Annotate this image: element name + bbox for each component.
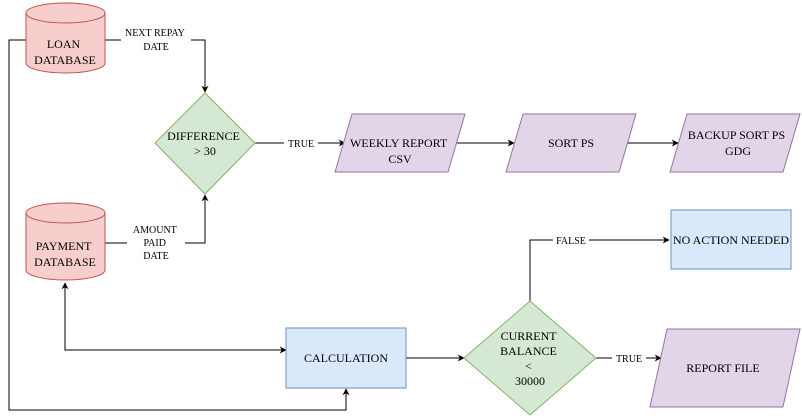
edge-label-true-difference: TRUE [288, 139, 314, 150]
loan-database-node[interactable]: LOAN DATABASE [25, 2, 106, 74]
weekly-report-label: WEEKLY REPORT CSV [350, 136, 450, 166]
payment-database-label: PAYMENT DATABASE [34, 239, 96, 269]
loan-database-label: LOAN DATABASE [34, 37, 96, 67]
edge-label-true-balance: TRUE [616, 354, 642, 365]
no-action-node[interactable]: NO ACTION NEEDED [670, 209, 792, 270]
edge-payment-calculation [61, 282, 287, 354]
current-balance-label: CURRENT BALANCE < 30000 [500, 329, 560, 388]
calculation-node[interactable]: CALCULATION [285, 327, 407, 389]
sort-ps-node[interactable]: SORT PS [505, 113, 637, 173]
calculation-label: CALCULATION [304, 351, 388, 365]
edge-balance-to-noaction [529, 236, 670, 301]
payment-database-node[interactable]: PAYMENT DATABASE [25, 202, 106, 281]
difference-decision-node[interactable]: DIFFERENCE > 30 [154, 92, 256, 195]
current-balance-decision-node[interactable]: CURRENT BALANCE < 30000 [463, 300, 597, 416]
report-file-label: REPORT FILE [686, 361, 759, 375]
sort-ps-label: SORT PS [548, 136, 594, 150]
backup-sort-node[interactable]: BACKUP SORT PS GDG [669, 113, 801, 173]
report-file-node[interactable]: REPORT FILE [649, 328, 801, 408]
edge-label-next-repay: NEXT REPAY DATE [125, 28, 187, 53]
weekly-report-node[interactable]: WEEKLY REPORT CSV [334, 113, 466, 173]
backup-sort-label: BACKUP SORT PS GDG [688, 128, 788, 158]
edge-label-amount-paid: AMOUNT PAID DATE [133, 225, 179, 262]
no-action-label: NO ACTION NEEDED [673, 233, 789, 247]
difference-decision-label: DIFFERENCE > 30 [167, 129, 243, 158]
edge-label-false-balance: FALSE [556, 236, 586, 247]
edge-loan-to-calculation [8, 39, 350, 411]
